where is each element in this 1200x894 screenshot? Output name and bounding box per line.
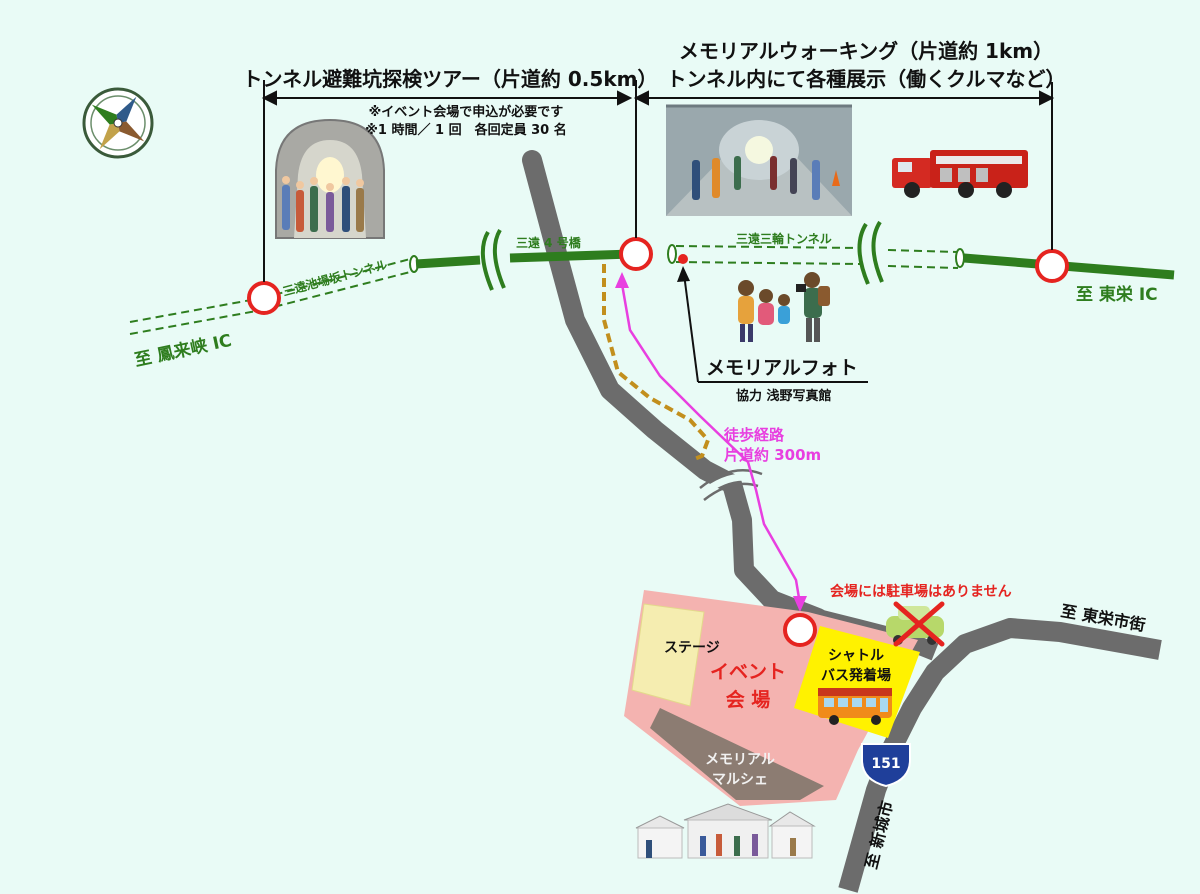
marche-label-2: マルシェ (712, 772, 768, 788)
no-parking-car-icon (886, 601, 945, 647)
marker-center (619, 237, 653, 271)
tour-title: トンネル避難坑探検ツアー（片道約 0.5km） (243, 67, 658, 91)
tour-note-2: ※1 時間／ 1 回 各回定員 30 名 (365, 122, 566, 138)
tunnel-portal-east-b (955, 248, 965, 268)
event-venue-label-1: イベント (710, 661, 786, 683)
tunnel-east-label: 三遠三輪トンネル (736, 231, 832, 246)
marche-label-1: メモリアル (705, 752, 775, 768)
road-overpass-gap (699, 473, 762, 497)
no-parking-label: 会場には駐車場はありません (830, 583, 1012, 600)
walk-route-label-2: 片道約 300m (724, 446, 821, 464)
mountain-road (522, 150, 828, 628)
marker-photo-spot (678, 254, 688, 264)
marker-east (1035, 249, 1069, 283)
tour-note-1: ※イベント会場で申込が必要です (369, 104, 564, 120)
bridge-label: 三遠 4 号橋 (516, 235, 582, 250)
memorial-photo-illustration (738, 272, 830, 342)
point-markers (247, 237, 1069, 315)
fire-truck-icon (892, 150, 1028, 198)
stage-label: ステージ (664, 640, 720, 656)
shuttle-bus-icon (818, 688, 892, 725)
photo-credit: 協力 浅野写真館 (736, 388, 832, 404)
tunnel-walking-photo (666, 104, 852, 216)
stage-area (631, 603, 705, 707)
walk-routes (602, 264, 868, 612)
range-brackets (261, 80, 1055, 282)
marche-area (650, 708, 824, 800)
compass-rose-icon (82, 87, 154, 159)
tunnel-portal-east-a (667, 244, 677, 264)
tour-dashed-path (602, 264, 711, 462)
event-venue-label-2: 会 場 (726, 688, 771, 711)
event-venue (624, 590, 920, 806)
tunnel-west-label: 三遠池場坂トンネル (281, 257, 389, 299)
walk-route-label-1: 徒歩経路 (723, 426, 785, 444)
marker-west (247, 281, 281, 315)
shuttle-label-1: シャトル (828, 648, 884, 664)
to-east-label: 至 東栄 IC (1076, 284, 1158, 305)
marker-venue (783, 613, 817, 647)
tunnel-tour-photo (275, 118, 385, 239)
photo-title: メモリアルフォト (706, 357, 858, 379)
walking-title-2: トンネル内にて各種展示（働くクルマなど） (667, 67, 1066, 91)
walk-route-path (620, 283, 802, 605)
marche-tents-illustration (635, 803, 816, 859)
to-west-label: 至 鳳来峡 IC (133, 330, 234, 371)
shuttle-label-2: バス発着場 (821, 667, 891, 684)
walking-title-1: メモリアルウォーキング（片道約 1km） (679, 39, 1053, 63)
expressway (129, 220, 1175, 335)
route-151-shield (861, 743, 911, 788)
route-151-number: 151 (871, 756, 900, 772)
